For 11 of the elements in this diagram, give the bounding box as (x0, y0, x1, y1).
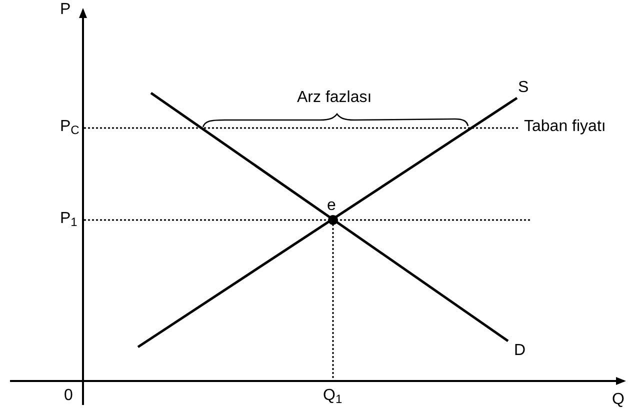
price-floor-label: Taban fiyatı (524, 117, 606, 137)
axis-label: P (60, 0, 71, 20)
curve-label: D (514, 341, 526, 361)
point-label: e (327, 196, 336, 216)
quantity-label: Q$_{1}$ (323, 386, 342, 406)
curve-label: S (518, 78, 529, 98)
origin-label: 0 (64, 386, 73, 406)
price-label: P$_{C}$ (60, 117, 80, 137)
axis-label: Q (612, 390, 624, 410)
price-label: P$_{1}$ (60, 209, 78, 229)
surplus-label: Arz fazlası (297, 88, 372, 108)
